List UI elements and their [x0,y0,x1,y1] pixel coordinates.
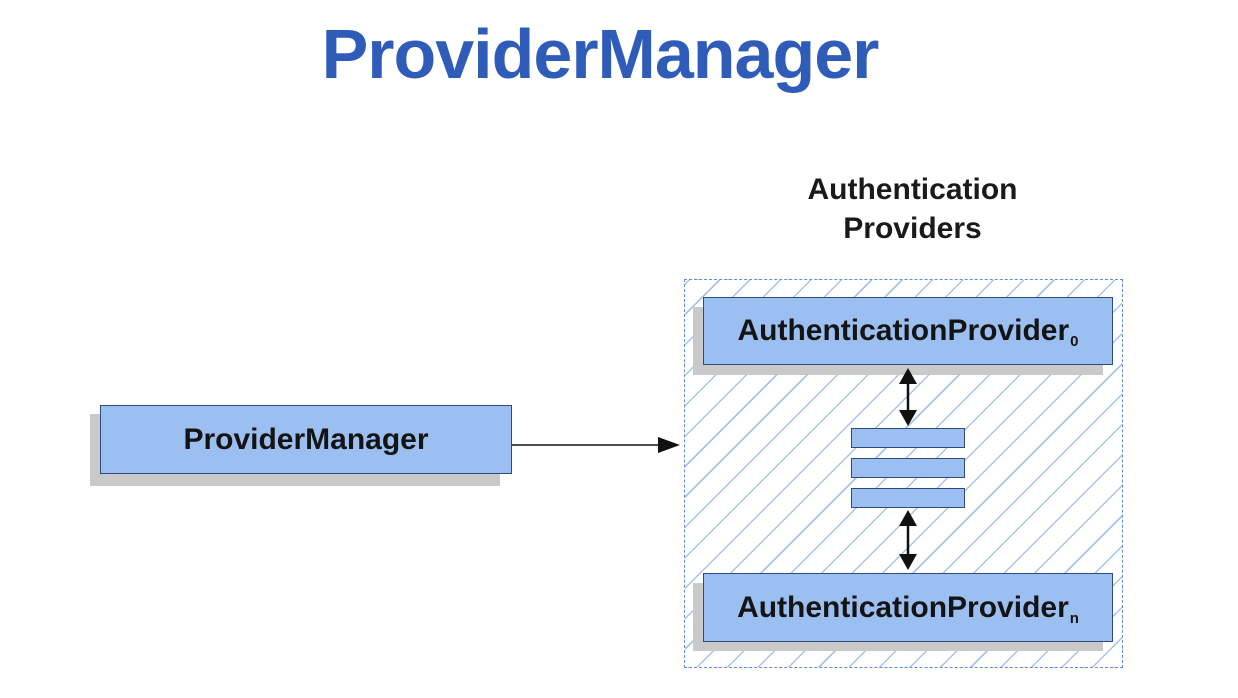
manager-arrow-head [658,437,680,453]
slide-title: ProviderManager [321,15,880,93]
providers-group-label: Authentication Providers [770,170,1055,248]
group-label-line-2: Providers [843,212,982,245]
bottom-arrow-head-up [899,510,917,526]
authentication-provider-0-label: AuthenticationProvider0 [737,314,1079,350]
authentication-provider-n-box: AuthenticationProvidern [703,573,1113,642]
bottom-arrow-head-down [899,554,917,570]
provider-0-subscript: 0 [1070,333,1079,350]
intermediate-provider-bar [851,488,965,508]
intermediate-provider-bar [851,458,965,478]
authentication-provider-0-box: AuthenticationProvider0 [703,297,1113,365]
top-arrow-head-up [899,368,917,384]
provider-manager-box: ProviderManager [100,405,512,474]
authentication-provider-n-label: AuthenticationProvidern [737,590,1079,627]
intermediate-provider-bar [851,428,965,448]
provider-n-subscript: n [1069,609,1079,627]
group-label-line-1: Authentication [807,173,1018,206]
top-arrow-head-down [899,410,917,426]
provider-manager-label: ProviderManager [183,422,429,456]
